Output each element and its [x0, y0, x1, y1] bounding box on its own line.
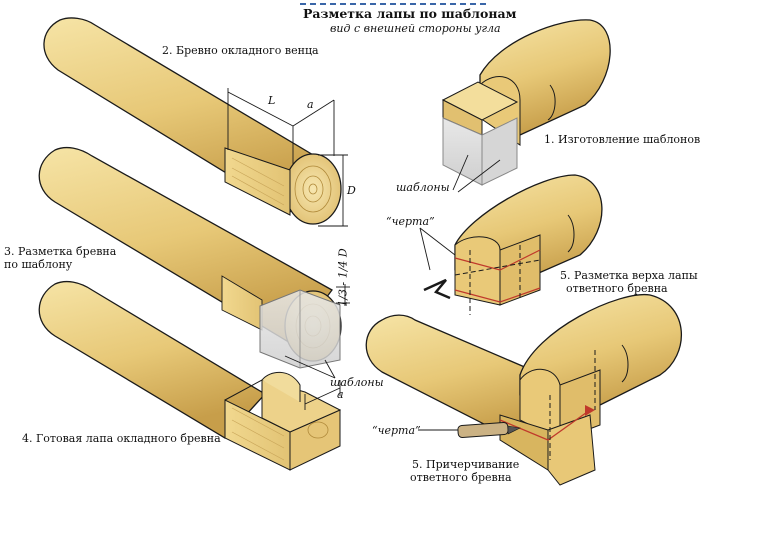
label-step5b-line1: 5. Причерчивание: [412, 458, 520, 471]
callout-templates-mid: шаблоны: [330, 376, 384, 389]
label-step5b-line2: ответного бревна: [410, 471, 512, 484]
leader-cherta-top: [419, 227, 456, 271]
label-step5a-line1: 5. Разметка верха лапы: [560, 269, 698, 282]
label-step3-line2: по шаблону: [4, 258, 73, 271]
diagram-title: Разметка лапы по шаблонам: [303, 6, 517, 21]
log-scribing: [365, 293, 682, 486]
log-marking: [38, 146, 342, 369]
dim-a-bottom: a: [337, 388, 344, 401]
callout-templates-top: шаблоны: [396, 181, 450, 194]
log-finished-saddle: [38, 280, 342, 471]
log-base-course: [43, 17, 342, 225]
dim-D: D: [347, 184, 356, 197]
dimension-lines-top: [227, 88, 348, 227]
label-step1: 1. Изготовление шаблонов: [544, 133, 701, 146]
dim-L: L: [268, 94, 276, 107]
dim-ratio: 1/3 - 1/4 D: [336, 248, 350, 307]
log-template-making: [441, 19, 611, 186]
dim-a-top: a: [307, 98, 314, 111]
label-step2: 2. Бревно окладного венца: [162, 44, 319, 57]
label-step4: 4. Готовая лапа окладного бревна: [22, 432, 221, 445]
dimension-ratio: [336, 284, 350, 306]
callout-cherta-bottom: “черта”: [372, 424, 421, 437]
label-step3-line1: 3. Разметка бревна: [4, 245, 117, 258]
log-marking-top: [423, 174, 603, 315]
leader-templates-top: [452, 154, 501, 193]
leader-templates-mid: [284, 355, 336, 379]
callout-cherta-top: “черта”: [386, 215, 435, 228]
label-step5a-line2: ответного бревна: [566, 282, 668, 295]
dimension-a-bottom: [304, 380, 341, 410]
diagram-subtitle: вид с внешней стороны угла: [330, 22, 501, 35]
